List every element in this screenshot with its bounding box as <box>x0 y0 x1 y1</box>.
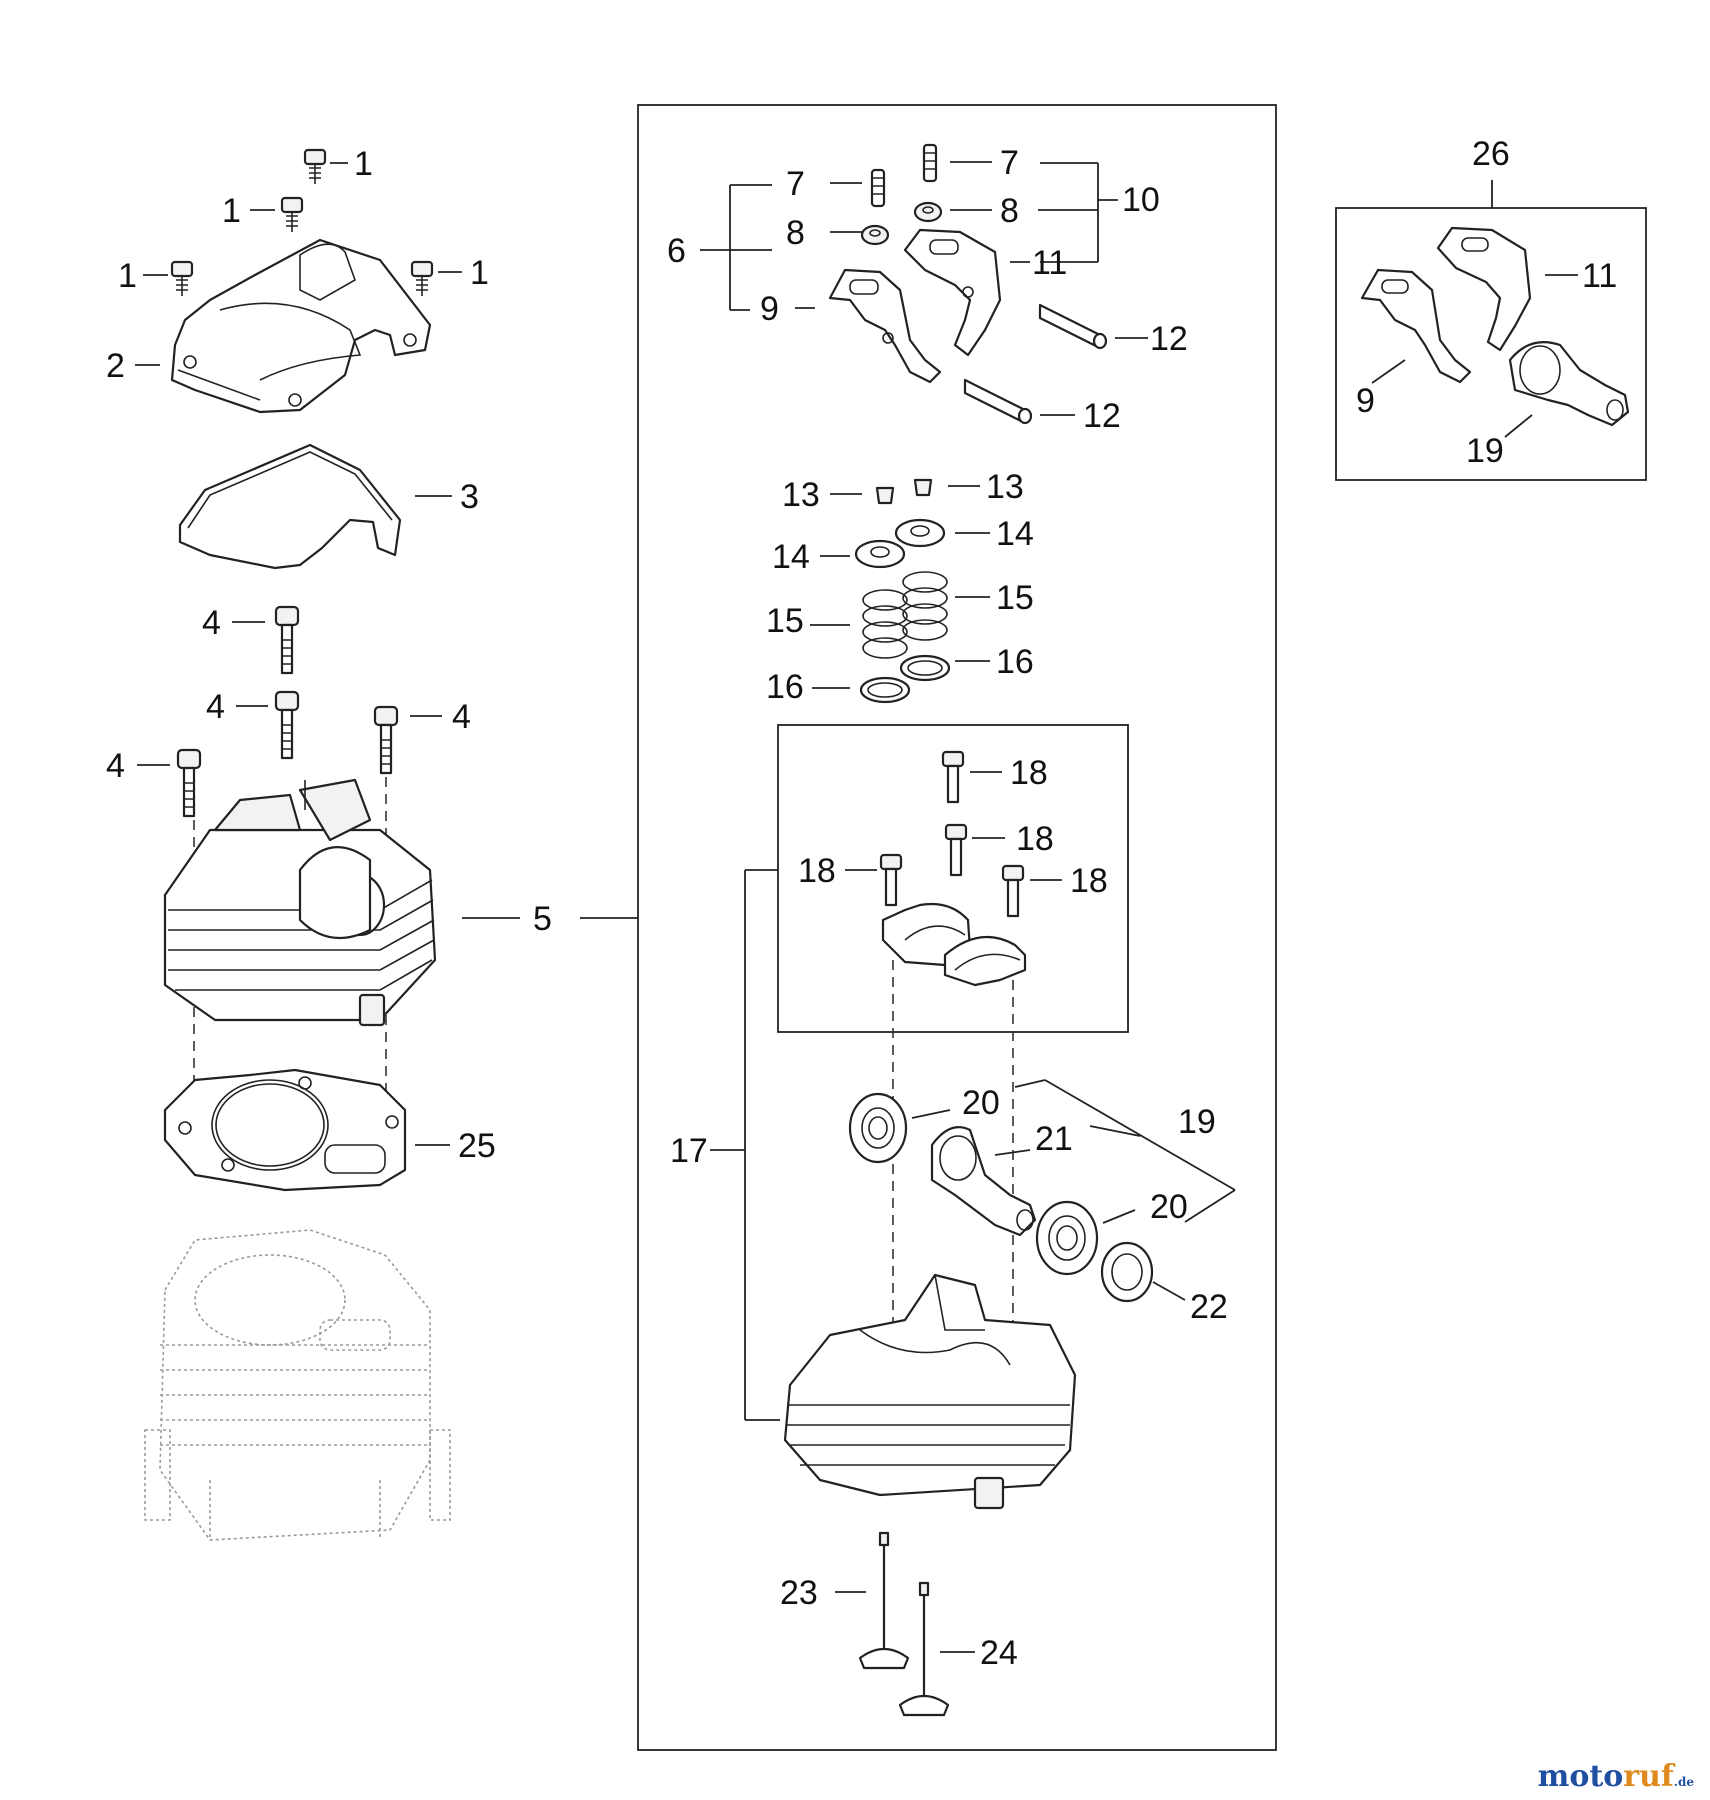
callout-5: 5 <box>533 900 552 938</box>
spring-retainer-14-left <box>854 539 906 569</box>
bearing-cap-right <box>943 935 1027 987</box>
callout-1-far-left: 1 <box>118 257 137 295</box>
bearing-20-upper <box>848 1092 908 1164</box>
callout-10: 10 <box>1122 181 1160 219</box>
callout-19: 19 <box>1178 1103 1216 1141</box>
callout-26: 26 <box>1472 135 1510 173</box>
oil-seal-22 <box>1100 1241 1154 1303</box>
valve-spring-15-right <box>902 571 948 641</box>
callout-9: 9 <box>760 290 779 328</box>
callout-17: 17 <box>670 1132 708 1170</box>
callout-7-right: 7 <box>1000 144 1019 182</box>
head-bolt-4-mid <box>274 690 300 760</box>
head-bolt-4-left <box>176 748 202 818</box>
rocker-shaft-12-lower <box>963 378 1033 425</box>
valve-key-13-right <box>913 478 933 497</box>
valve-spring-15-left <box>862 589 908 659</box>
callout-26-19: 19 <box>1466 432 1504 470</box>
cover-bolt-1-top <box>303 148 327 184</box>
callout-14-left: 14 <box>772 538 810 576</box>
callout-14-right: 14 <box>996 515 1034 553</box>
watermark-part2: ruf <box>1623 1759 1674 1794</box>
callout-23: 23 <box>780 1574 818 1612</box>
callout-1-right: 1 <box>470 254 489 292</box>
valve-key-13-left <box>875 486 895 505</box>
callout-11: 11 <box>1032 244 1067 282</box>
cap-bolt-18-top <box>941 750 965 804</box>
callout-4-mid: 4 <box>206 688 225 726</box>
callout-24: 24 <box>980 1634 1018 1672</box>
rocker-arm-9 <box>828 268 942 384</box>
rocker-arm-11 <box>903 228 1002 357</box>
callout-15-left: 15 <box>766 602 804 640</box>
callout-22: 22 <box>1190 1288 1228 1326</box>
callout-13-right: 13 <box>986 468 1024 506</box>
rocker-shaft-12-upper <box>1038 303 1108 350</box>
callout-16-left: 16 <box>766 668 804 706</box>
cover-bolt-1-left <box>280 196 304 232</box>
head-bolt-4-right <box>373 705 399 775</box>
watermark-logo: motoruf.de <box>1538 1759 1694 1794</box>
callout-4-right: 4 <box>452 698 471 736</box>
adjust-screw-7-left <box>870 168 886 208</box>
cap-bolt-18-mid <box>944 823 968 877</box>
cylinder-head-assembly <box>163 778 437 1027</box>
callout-1-left: 1 <box>222 192 241 230</box>
callout-25: 25 <box>458 1127 496 1165</box>
callout-26-9: 9 <box>1356 382 1375 420</box>
cover-bolt-1-right <box>410 260 434 296</box>
bearing-cap-subframe <box>777 724 1129 1033</box>
callout-18-right: 18 <box>1070 862 1108 900</box>
watermark-part1: moto <box>1537 1759 1624 1794</box>
kit-rocker-arm-11 <box>1436 226 1532 352</box>
valve-cover-gasket <box>178 443 402 570</box>
callout-26-11: 11 <box>1582 257 1617 295</box>
spring-retainer-14-right <box>894 518 946 548</box>
callout-4-top: 4 <box>202 604 221 642</box>
callout-12-upper: 12 <box>1150 320 1188 358</box>
camshaft-21 <box>930 1126 1037 1237</box>
kit-rocker-arm-9 <box>1360 268 1472 384</box>
cylinder-head-17 <box>783 1273 1077 1510</box>
callout-18-mid: 18 <box>1016 820 1054 858</box>
callout-13-left: 13 <box>782 476 820 514</box>
callout-1-top: 1 <box>354 145 373 183</box>
bearing-20-lower <box>1035 1200 1099 1276</box>
callout-2: 2 <box>106 347 125 385</box>
spring-seat-16-left <box>859 676 911 704</box>
cover-bolt-1-far-left <box>170 260 194 296</box>
kit-26-frame <box>1335 207 1647 481</box>
callout-8-left: 8 <box>786 214 805 252</box>
cap-bolt-18-right <box>1001 864 1025 918</box>
callout-16-right: 16 <box>996 643 1034 681</box>
kit-camshaft-19 <box>1508 341 1630 427</box>
callout-3: 3 <box>460 478 479 516</box>
nut-8-right <box>913 201 943 223</box>
spring-seat-16-right <box>899 654 951 682</box>
cylinder-reference-ghost <box>144 1229 451 1541</box>
watermark-tld: .de <box>1673 1775 1694 1789</box>
callout-12-lower: 12 <box>1083 397 1121 435</box>
callout-4-left: 4 <box>106 747 125 785</box>
callout-20-lower: 20 <box>1150 1188 1188 1226</box>
cap-bolt-18-left <box>879 853 903 907</box>
cylinder-head-breakdown-frame <box>637 104 1277 1751</box>
exhaust-valve-24 <box>898 1581 950 1717</box>
callout-18-top: 18 <box>1010 754 1048 792</box>
intake-valve-23 <box>858 1531 910 1670</box>
callout-21: 21 <box>1035 1120 1073 1158</box>
callout-7-left: 7 <box>786 165 805 203</box>
nut-8-left <box>860 224 890 246</box>
adjust-screw-7-right <box>922 143 938 183</box>
head-bolt-4-top <box>274 605 300 675</box>
callout-8-right: 8 <box>1000 192 1019 230</box>
callout-15-right: 15 <box>996 579 1034 617</box>
callout-6: 6 <box>667 232 686 270</box>
callout-18-left: 18 <box>798 852 836 890</box>
cylinder-head-gasket <box>163 1068 407 1192</box>
callout-20-upper: 20 <box>962 1084 1000 1122</box>
valve-cover <box>170 238 432 414</box>
